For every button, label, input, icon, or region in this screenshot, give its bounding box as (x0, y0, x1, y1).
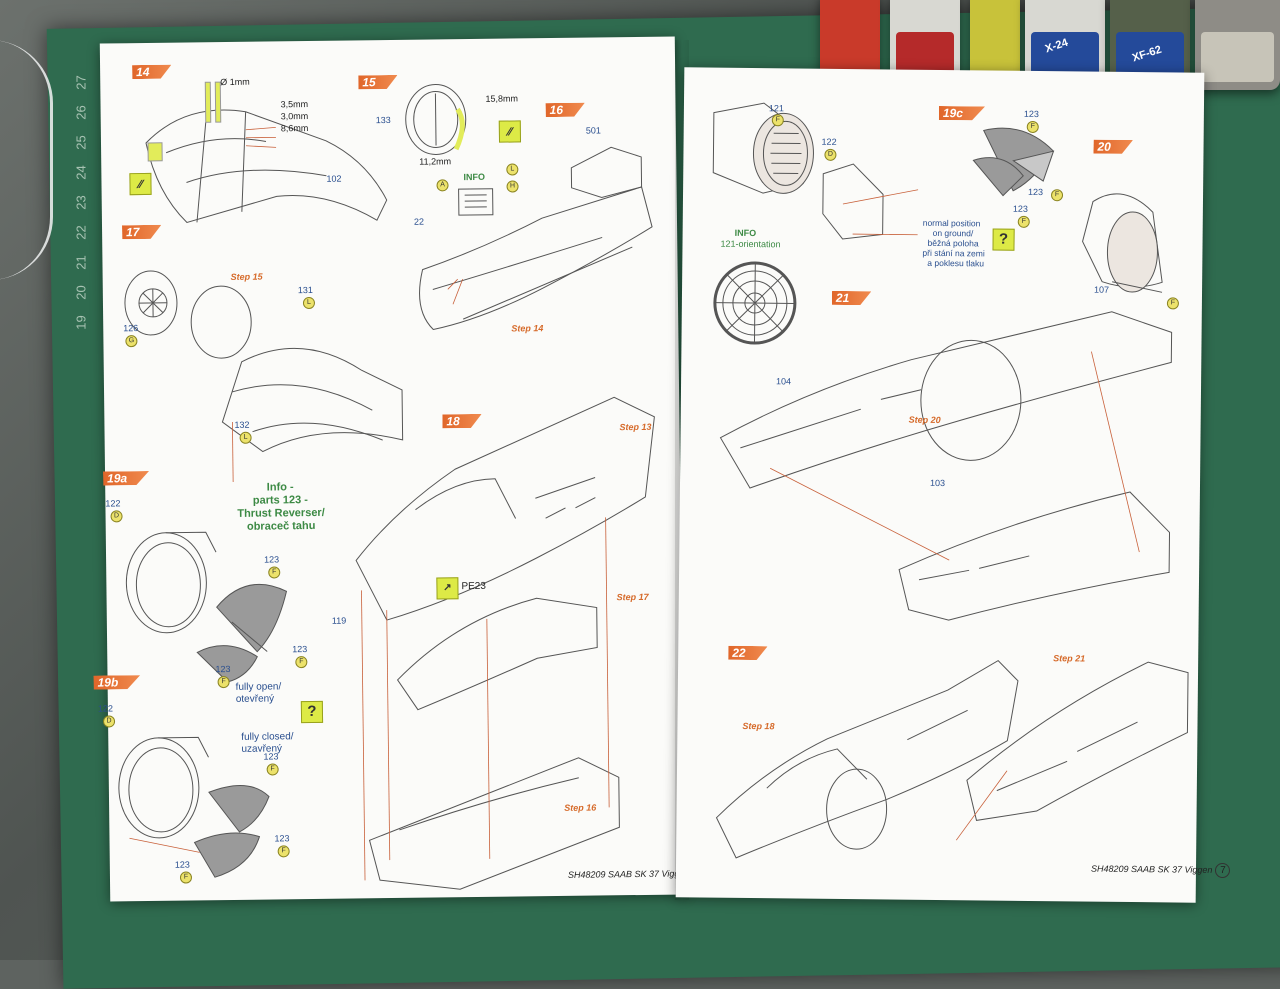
step-ref: Step 14 (511, 323, 543, 333)
part-number: 122 (822, 137, 837, 147)
instruction-page-right: 121 F 122 D 19c 123 F 123 F 123 F normal… (676, 67, 1205, 902)
info-sub: 121-orientation (720, 239, 780, 250)
step-18-drawing (334, 357, 680, 881)
note-line: fully open/ (236, 681, 282, 693)
step-19a-drawing (116, 511, 308, 683)
note-line: otevřený (236, 693, 274, 704)
part-number: 123 (292, 644, 307, 654)
part-number: 122 (98, 703, 113, 713)
ruler-mark: 20 (74, 285, 89, 299)
mat-ruler: 19 20 21 22 23 24 25 26 27 (68, 40, 98, 800)
part-number: 123 (1013, 204, 1028, 214)
sprue-ref: F (278, 845, 290, 857)
step-19c-drawing (703, 93, 935, 245)
part-number: 121 (769, 103, 784, 113)
note-line: a poklesu tlaku (927, 258, 984, 269)
step-22-drawing (706, 588, 1189, 863)
bend-icon: ∕∕ (129, 173, 151, 195)
part-number: 123 (175, 860, 190, 870)
step-flag: 19c (939, 106, 985, 120)
sprue-ref: F (218, 676, 230, 688)
sprue-ref: F (1027, 121, 1039, 133)
sprue-ref: F (772, 114, 784, 126)
footer-title: SH48209 SAAB SK 37 Viggen (568, 868, 690, 879)
sprue-ref: F (1051, 189, 1063, 201)
info-line: Info - (235, 481, 325, 494)
footer-title: SH48209 SAAB SK 37 Viggen (1091, 864, 1213, 875)
sprue-ref: L (303, 297, 315, 309)
instruction-page-left: 14 Ø 1mm 3,5mm 3,0mm 8,6mm 102 ∕∕ 15 133… (100, 37, 685, 902)
question-icon: ? (992, 229, 1014, 251)
info-line: parts 123 - (235, 494, 325, 507)
part-number: 103 (930, 478, 945, 488)
pe-part: PE23 (461, 581, 486, 592)
ruler-mark: 22 (74, 225, 89, 239)
step-16-drawing (401, 127, 664, 340)
step-14-drawing (125, 80, 397, 253)
step-21-drawing (709, 268, 1172, 603)
page-number: 7 (1215, 863, 1230, 878)
step-ref: Step 20 (909, 415, 941, 425)
step-flag: 20 (1093, 140, 1133, 154)
sprue-ref: F (1018, 216, 1030, 228)
sprue-ref: D (824, 149, 836, 161)
note-line: on ground/ (933, 228, 974, 238)
part-number: 132 (234, 420, 249, 430)
ruler-mark: 23 (74, 195, 89, 209)
note-line: normal position (923, 218, 981, 229)
part-number: 123 (274, 833, 289, 843)
sprue-ref: L (240, 432, 252, 444)
note-line: běžná poloha (927, 238, 978, 249)
part-number: 133 (376, 115, 391, 125)
ruler-mark: 25 (74, 135, 89, 149)
part-number: 122 (105, 498, 120, 508)
photo-etch-icon: ↗ (436, 577, 458, 599)
step-flag: 16 (546, 103, 586, 117)
ruler-mark: 27 (74, 75, 89, 89)
part-number: 119 (332, 616, 346, 626)
dimension-label: 3,5mm (280, 99, 308, 109)
sprue-ref: F (295, 656, 307, 668)
dimension-label: 15,8mm (485, 93, 518, 103)
sprue-ref: F (268, 566, 280, 578)
part-number: 123 (1028, 187, 1043, 197)
part-number: 123 (263, 751, 278, 761)
note-line: při stání na zemi (922, 248, 984, 259)
step-flag: 19b (94, 675, 141, 690)
part-number: 123 (215, 664, 230, 674)
info-label: INFO (735, 228, 757, 238)
dimension-label: 8,6mm (281, 123, 309, 133)
sprue-ref: F (267, 763, 279, 775)
sprue-ref: F (180, 871, 192, 883)
step-19c-reverser-drawing (963, 120, 1084, 201)
white-wire (0, 40, 53, 280)
part-number: 123 (1024, 109, 1039, 119)
part-number: 126 (123, 323, 138, 333)
ruler-mark: 19 (74, 315, 89, 329)
dimension-label: Ø 1mm (220, 77, 250, 87)
part-number: 104 (776, 376, 791, 386)
ruler-mark: 24 (74, 165, 89, 179)
paint-jar (1195, 0, 1280, 90)
ruler-mark: 21 (74, 255, 89, 269)
part-number: 131 (298, 285, 313, 295)
part-number: 102 (326, 174, 341, 184)
ruler-mark: 26 (74, 105, 89, 119)
step-ref: Step 17 (617, 592, 649, 602)
dimension-label: 3,0mm (281, 111, 309, 121)
sprue-ref: G (125, 335, 137, 347)
part-number: 123 (264, 554, 279, 564)
step-flag: 14 (132, 65, 172, 79)
step-ref: Step 16 (564, 803, 596, 813)
